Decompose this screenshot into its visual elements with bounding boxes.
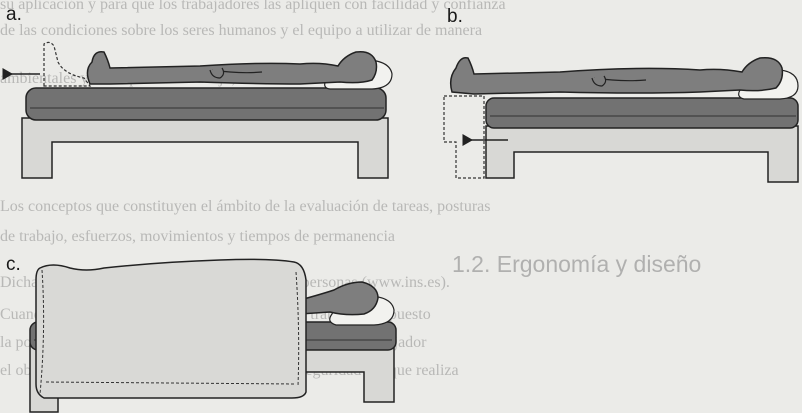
- mattress-a: [26, 88, 386, 120]
- panel-b: [444, 58, 798, 182]
- mattress-b: [486, 98, 798, 128]
- person-head-c: [300, 282, 378, 315]
- bed-frame-b: [486, 126, 798, 182]
- bed-sheet-c: [36, 259, 306, 398]
- panel-b-label: b.: [447, 6, 463, 28]
- panel-a-label: a.: [6, 4, 22, 26]
- person-body-b: [451, 58, 783, 94]
- dotted-foot-extension-a: [44, 42, 90, 86]
- dotted-frame-extension-b: [444, 96, 484, 178]
- person-body-a: [87, 52, 376, 84]
- panel-c: [30, 259, 396, 412]
- panel-a: [4, 42, 392, 178]
- bed-frame-a: [22, 118, 388, 178]
- panel-c-label: c.: [6, 254, 21, 276]
